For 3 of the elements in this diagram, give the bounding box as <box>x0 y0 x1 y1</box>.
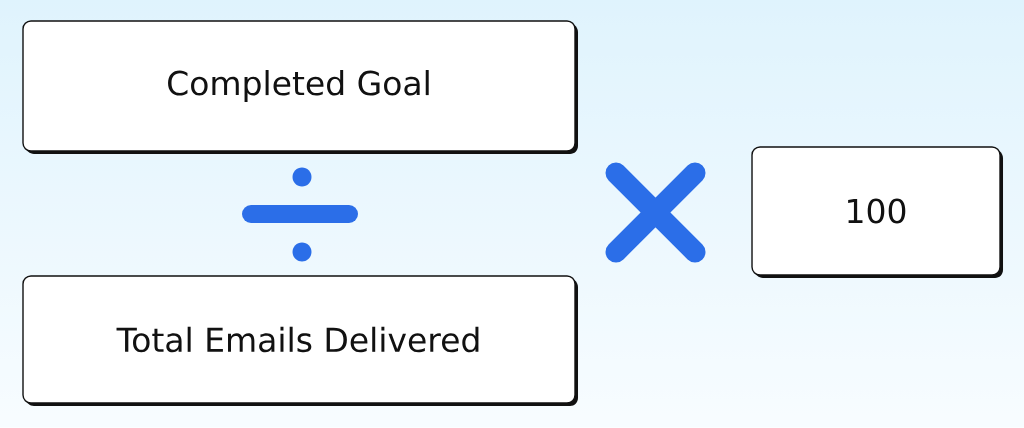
text-box: 100 <box>751 146 1003 278</box>
text-box: Total Emails Delivered <box>22 275 578 406</box>
text-box: Completed Goal <box>22 20 578 154</box>
